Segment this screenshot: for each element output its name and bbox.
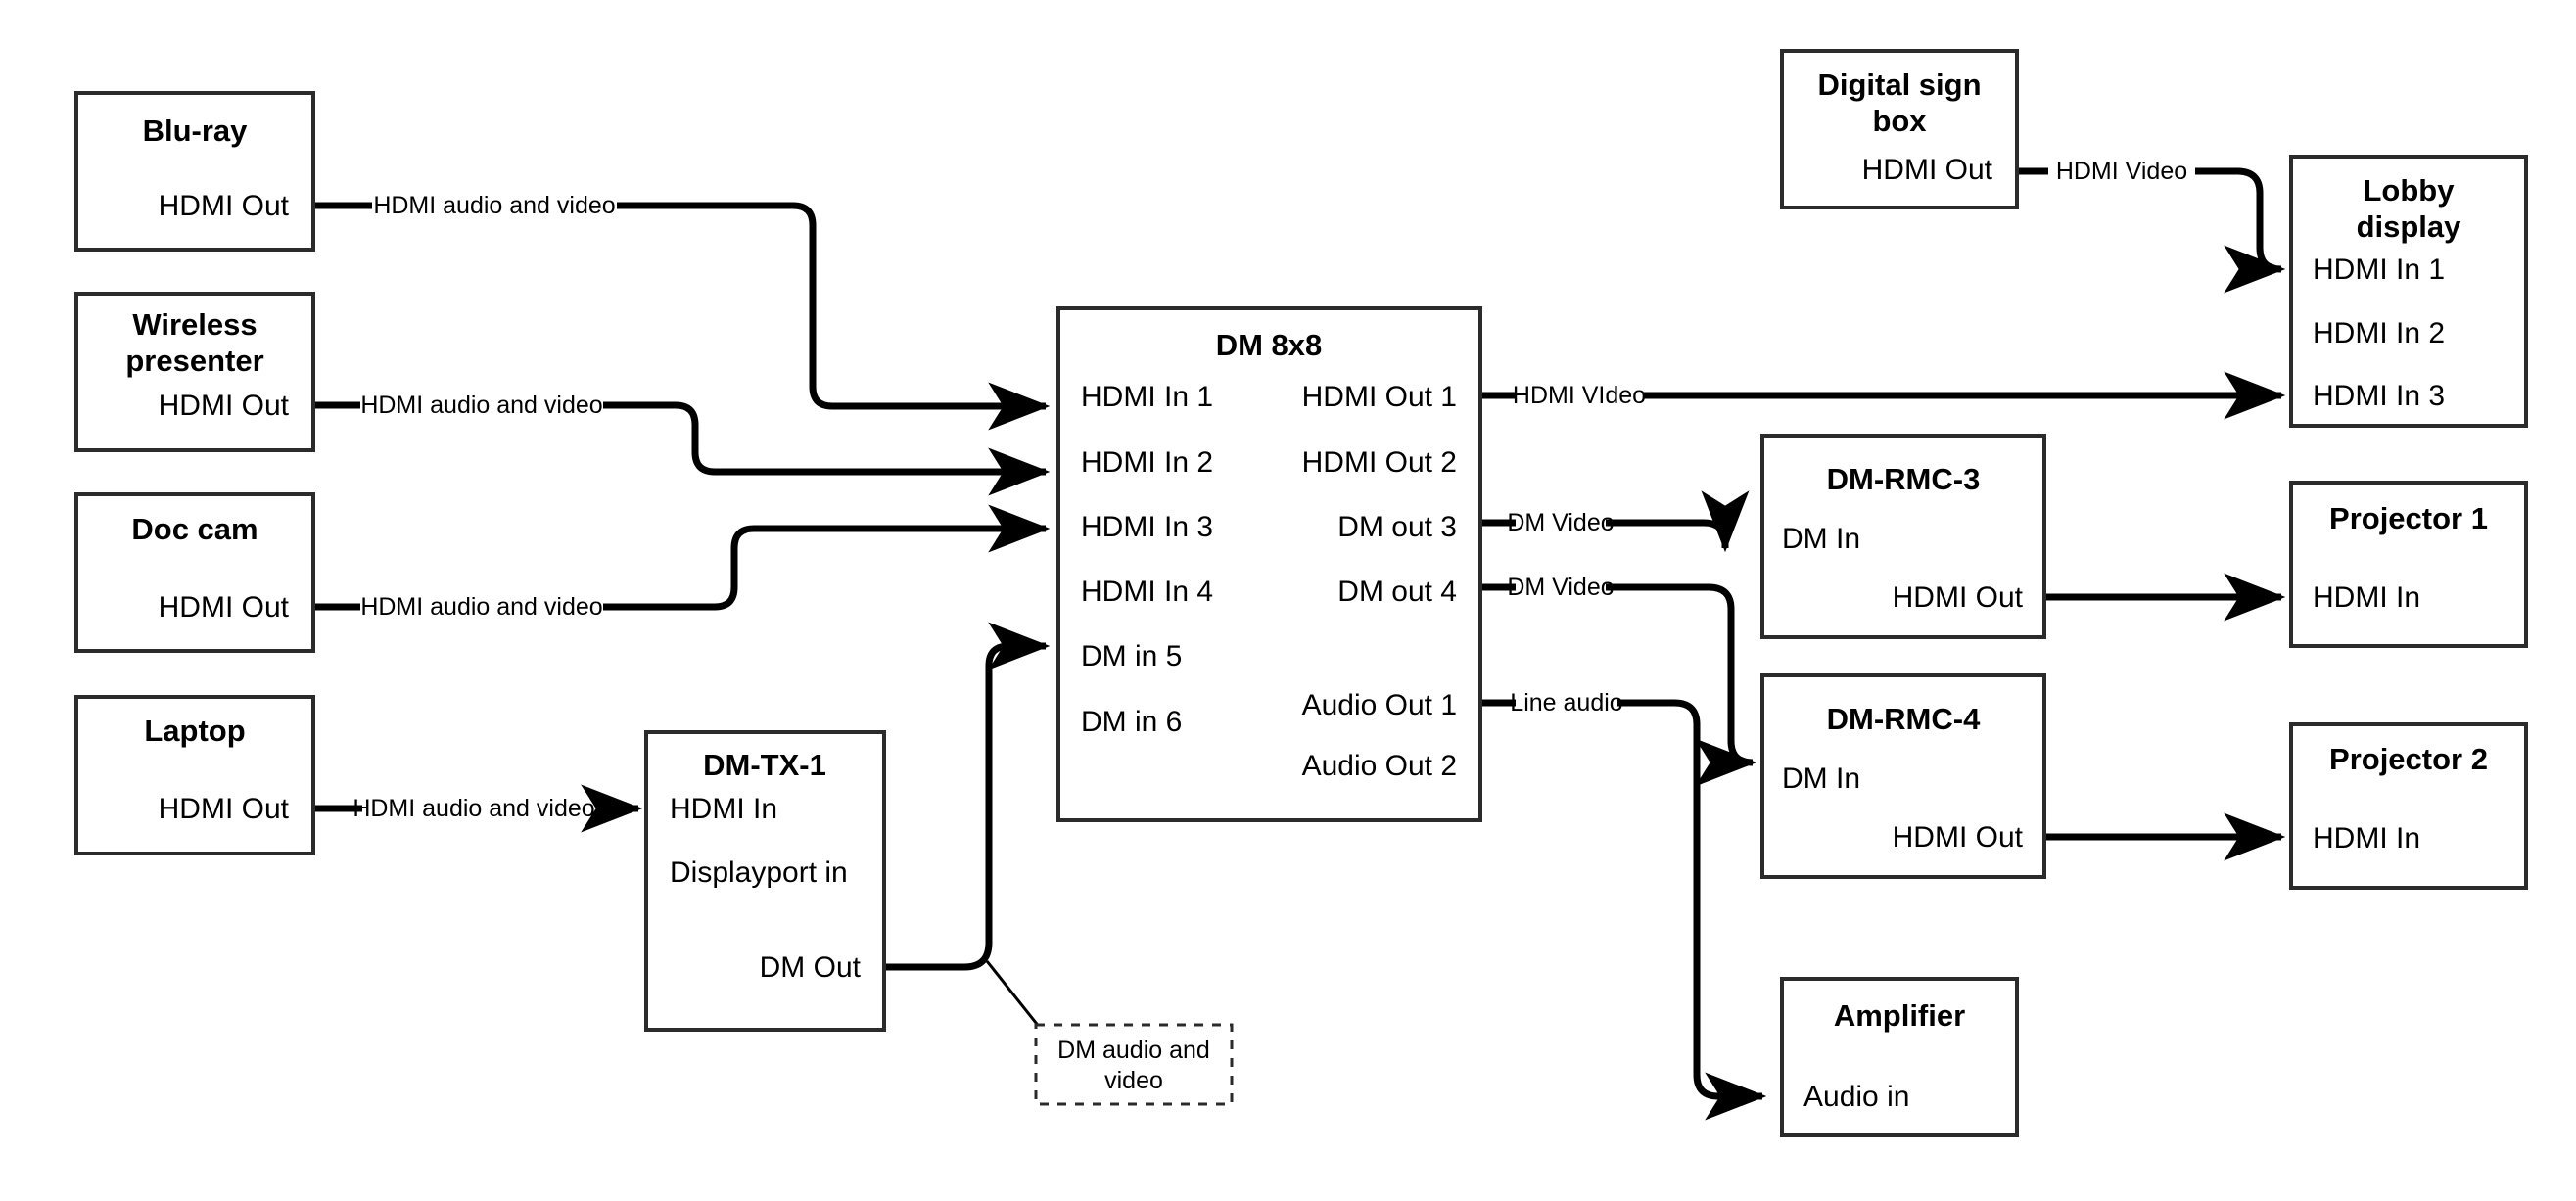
dm-rmc-4-box[interactable] xyxy=(1760,673,2046,879)
dm-tx-1-box[interactable] xyxy=(644,730,886,1032)
doc-cam-port-hdmi-out: HDMI Out xyxy=(159,591,290,624)
digital-sign-title-line2: box xyxy=(1872,104,1927,138)
dm-8x8-input-hdmi-in-2: HDMI In 2 xyxy=(1081,446,1213,479)
node-dm-8x8[interactable]: DM 8x8 HDMI In 1 HDMI In 2 HDMI In 3 HDM… xyxy=(1056,306,1482,822)
node-bluray[interactable]: Blu-ray HDMI Out xyxy=(74,91,315,252)
bluray-box[interactable] xyxy=(74,91,315,252)
lobby-display-box[interactable] xyxy=(2289,155,2528,428)
wire-wireless-to-dm8x8-hdmi-in-2: HDMI audio and video xyxy=(313,392,1051,496)
amplifier-box[interactable] xyxy=(1780,977,2019,1137)
wire-dm8x8-audioout1-to-amplifier: Line audio xyxy=(1480,689,1767,1121)
wire-dm8x8-dmout3-to-rmc3: DM Video xyxy=(1480,490,1750,553)
dm-tx-1-title: DM-TX-1 xyxy=(703,748,826,782)
digital-sign-box-rect[interactable] xyxy=(1780,49,2019,209)
laptop-title: Laptop xyxy=(144,714,245,748)
edge-label-laptop-hdmi: HDMI audio and video xyxy=(352,795,594,822)
node-doc-cam[interactable]: Doc cam HDMI Out xyxy=(74,492,315,653)
dm-rmc-4-title: DM-RMC-4 xyxy=(1827,702,1981,736)
node-laptop[interactable]: Laptop HDMI Out xyxy=(74,695,315,855)
dm-rmc-4-port-dm-in: DM In xyxy=(1782,762,1860,795)
node-dm-rmc-3[interactable]: DM-RMC-3 DM In HDMI Out xyxy=(1760,434,2046,639)
dm-8x8-input-hdmi-in-3: HDMI In 3 xyxy=(1081,511,1213,543)
dm-audio-video-note-line2: video xyxy=(1104,1067,1163,1094)
lobby-display-title-line2: display xyxy=(2357,209,2462,244)
dm-8x8-title: DM 8x8 xyxy=(1216,328,1323,362)
laptop-port-hdmi-out: HDMI Out xyxy=(159,793,290,825)
wireless-presenter-box[interactable] xyxy=(74,292,315,452)
digital-sign-title-line1: Digital sign xyxy=(1817,68,1981,102)
projector-1-port-hdmi-in: HDMI In xyxy=(2313,581,2420,614)
dm-8x8-input-dm-in-6: DM in 6 xyxy=(1081,706,1182,738)
dm-tx-1-port-hdmi-in: HDMI In xyxy=(670,793,777,825)
dm-rmc-3-title: DM-RMC-3 xyxy=(1827,462,1981,496)
lobby-display-title-line1: Lobby xyxy=(2364,173,2456,208)
edge-label-wireless-hdmi: HDMI audio and video xyxy=(360,392,602,419)
dm-tx-1-port-dm-out: DM Out xyxy=(760,951,862,984)
dm-audio-video-note-line1: DM audio and xyxy=(1057,1037,1210,1064)
annotation-dm-audio-and-video: DM audio and video xyxy=(1034,1023,1234,1106)
node-projector-2[interactable]: Projector 2 HDMI In xyxy=(2289,722,2528,890)
projector-1-box[interactable] xyxy=(2289,481,2528,648)
dm-8x8-box[interactable] xyxy=(1056,306,1482,822)
wireless-presenter-title-line2: presenter xyxy=(125,344,263,378)
amplifier-port-audio-in: Audio in xyxy=(1803,1081,1909,1113)
dm-8x8-output-dm-out-4: DM out 4 xyxy=(1337,576,1457,608)
projector-1-title: Projector 1 xyxy=(2329,501,2488,535)
node-projector-1[interactable]: Projector 1 HDMI In xyxy=(2289,481,2528,648)
dm-rmc-4-port-hdmi-out: HDMI Out xyxy=(1893,821,2024,854)
projector-2-title: Projector 2 xyxy=(2329,742,2488,776)
node-digital-sign-box[interactable]: Digital sign box HDMI Out xyxy=(1780,49,2019,209)
wire-dm8x8-dmout4-to-rmc4: DM Video xyxy=(1480,574,1757,787)
doc-cam-title: Doc cam xyxy=(131,512,258,546)
wire-dmtx1-to-dm8x8-dm-in-5 xyxy=(884,622,1051,1039)
dm-8x8-output-hdmi-out-1: HDMI Out 1 xyxy=(1302,381,1457,413)
edge-label-dm-out-3: DM Video xyxy=(1507,509,1614,536)
edge-label-bluray-hdmi: HDMI audio and video xyxy=(373,192,615,219)
node-amplifier[interactable]: Amplifier Audio in xyxy=(1780,977,2019,1137)
dm-audio-video-note-box xyxy=(1034,1023,1234,1106)
dm-rmc-3-box[interactable] xyxy=(1760,434,2046,639)
dm-8x8-output-hdmi-out-2: HDMI Out 2 xyxy=(1302,446,1457,479)
bluray-port-hdmi-out: HDMI Out xyxy=(159,190,290,222)
dm-8x8-output-dm-out-3: DM out 3 xyxy=(1337,511,1457,543)
dm-8x8-input-dm-in-5: DM in 5 xyxy=(1081,640,1182,672)
node-dm-rmc-4[interactable]: DM-RMC-4 DM In HDMI Out xyxy=(1760,673,2046,879)
edge-label-digital-sign-hdmi: HDMI Video xyxy=(2056,158,2187,185)
wire-dm8x8-hdmiout1-to-lobby-hdmi-in-3: HDMI VIdeo xyxy=(1480,371,2286,420)
wireless-presenter-title-line1: Wireless xyxy=(132,307,257,342)
doc-cam-box[interactable] xyxy=(74,492,315,653)
amplifier-title: Amplifier xyxy=(1834,998,1965,1033)
dm-8x8-output-audio-out-1: Audio Out 1 xyxy=(1302,689,1457,721)
dm-8x8-input-hdmi-in-1: HDMI In 1 xyxy=(1081,381,1213,413)
node-lobby-display[interactable]: Lobby display HDMI In 1 HDMI In 2 HDMI I… xyxy=(2289,155,2528,428)
wire-doccam-to-dm8x8-hdmi-in-3: HDMI audio and video xyxy=(313,504,1051,621)
edge-label-dm-out-4: DM Video xyxy=(1507,574,1614,601)
node-dm-tx-1[interactable]: DM-TX-1 HDMI In Displayport in DM Out xyxy=(644,730,886,1032)
projector-2-port-hdmi-in: HDMI In xyxy=(2313,822,2420,855)
laptop-box[interactable] xyxy=(74,695,315,855)
wire-digitalsign-to-lobby-hdmi-in-1: HDMI Video xyxy=(2017,158,2286,294)
dm-tx-1-port-displayport-in: Displayport in xyxy=(670,856,848,889)
dm-8x8-input-hdmi-in-4: HDMI In 4 xyxy=(1081,576,1213,608)
dm-8x8-output-audio-out-2: Audio Out 2 xyxy=(1302,750,1457,782)
edge-label-doccam-hdmi: HDMI audio and video xyxy=(360,593,602,621)
projector-2-box[interactable] xyxy=(2289,722,2528,890)
edge-label-hdmi-out-1: HDMI VIdeo xyxy=(1513,382,1646,409)
dm-rmc-3-port-dm-in: DM In xyxy=(1782,523,1860,555)
digital-sign-port-hdmi-out: HDMI Out xyxy=(1862,154,1993,186)
lobby-display-input-hdmi-in-3: HDMI In 3 xyxy=(2313,380,2445,412)
wireless-presenter-port-hdmi-out: HDMI Out xyxy=(159,390,290,422)
edge-label-audio-out-1: Line audio xyxy=(1510,689,1622,716)
wire-bluray-to-dm8x8-hdmi-in-1: HDMI audio and video xyxy=(313,192,1051,431)
bluray-title: Blu-ray xyxy=(143,114,249,148)
dm-rmc-3-port-hdmi-out: HDMI Out xyxy=(1893,581,2024,614)
wire-laptop-to-dmtx1: HDMI audio and video xyxy=(313,784,643,833)
lobby-display-input-hdmi-in-1: HDMI In 1 xyxy=(2313,254,2445,286)
node-wireless-presenter[interactable]: Wireless presenter HDMI Out xyxy=(74,292,315,452)
lobby-display-input-hdmi-in-2: HDMI In 2 xyxy=(2313,317,2445,349)
